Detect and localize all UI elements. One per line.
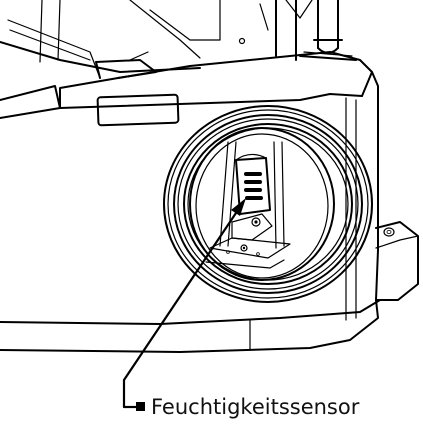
sensor-assembly: [205, 141, 291, 269]
callout-label-humidity-sensor: Feuchtigkeitssensor: [151, 395, 360, 419]
callout-bullet: [136, 402, 145, 411]
callout-leader: [122, 198, 246, 411]
arrowhead: [231, 198, 246, 216]
housing-body: [0, 41, 419, 353]
threaded-port: [163, 105, 373, 303]
top-frame: [7, 0, 357, 79]
label-plate: [96, 93, 180, 127]
